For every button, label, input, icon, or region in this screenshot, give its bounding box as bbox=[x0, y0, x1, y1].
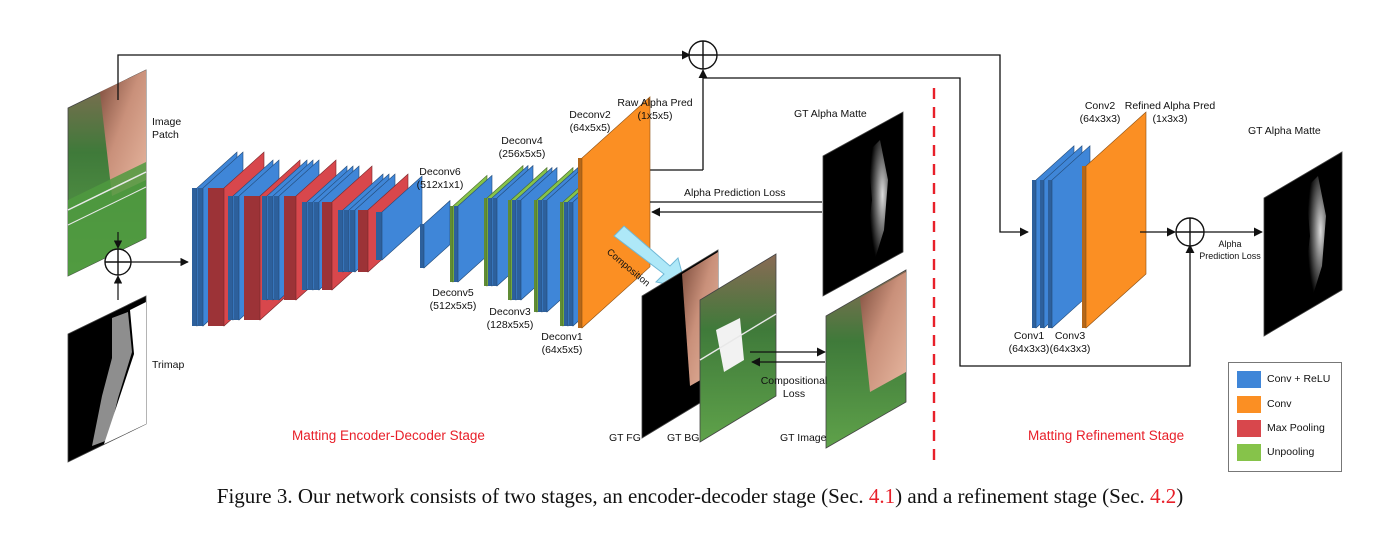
legend-item-max-pooling: Max Pooling bbox=[1237, 420, 1341, 438]
label-raw-alpha-dim: (1x5x5) bbox=[637, 110, 673, 122]
encoder-layer bbox=[376, 175, 423, 261]
legend: Conv + ReLU Conv Max Pooling Unpooling bbox=[1228, 362, 1342, 472]
image-patch-thumbnail bbox=[67, 69, 147, 277]
label-deconv4: Deconv4 bbox=[501, 135, 543, 147]
label-conv1: Conv1 bbox=[1013, 330, 1045, 342]
caption-ref-4-1: 4.1 bbox=[868, 484, 896, 508]
legend-label: Max Pooling bbox=[1267, 422, 1325, 434]
label-patch: Patch bbox=[152, 129, 179, 141]
label-trimap: Trimap bbox=[152, 359, 185, 371]
label-raw-alpha: Raw Alpha Pred bbox=[617, 97, 693, 109]
caption-suffix: ) bbox=[1176, 484, 1184, 508]
label-deconv2: Deconv2 bbox=[569, 109, 611, 121]
legend-item-conv: Conv bbox=[1237, 396, 1341, 414]
label-alpha-loss: Alpha Prediction Loss bbox=[684, 187, 786, 199]
label-deconv6-dim: (512x1x1) bbox=[416, 179, 464, 191]
figure-caption: Figure 3. Our network consists of two st… bbox=[0, 484, 1400, 509]
legend-swatch-unpooling bbox=[1237, 444, 1261, 461]
label-loss: Loss bbox=[782, 388, 806, 400]
refined-alpha-layer bbox=[1082, 111, 1147, 329]
gt-alpha-matte-thumbnail bbox=[822, 111, 904, 297]
legend-label: Conv + ReLU bbox=[1267, 373, 1331, 385]
legend-item-unpooling: Unpooling bbox=[1237, 444, 1341, 462]
sum-node-top bbox=[688, 40, 718, 70]
label-refined-alpha-dim: (1x3x3) bbox=[1152, 113, 1188, 125]
label-deconv6: Deconv6 bbox=[419, 166, 461, 178]
label-refined-alpha: Refined Alpha Pred bbox=[1124, 100, 1216, 112]
skip-connection-line bbox=[117, 50, 691, 100]
encoder-decoder-layers bbox=[192, 96, 651, 329]
legend-label: Conv bbox=[1267, 398, 1292, 410]
label-image: Image bbox=[152, 116, 182, 128]
conv3-refine-layer bbox=[1048, 145, 1091, 329]
stage-encoder-decoder: Matting Encoder-Decoder Stage bbox=[292, 428, 485, 443]
trimap-thumbnail bbox=[67, 295, 147, 463]
label-deconv3: Deconv3 bbox=[489, 306, 531, 318]
gt-bg-thumbnail bbox=[699, 253, 777, 443]
gt-alpha-matte-2-thumbnail bbox=[1263, 151, 1343, 337]
label-gt-alpha-matte-2: GT Alpha Matte bbox=[1248, 125, 1321, 137]
label-deconv4-dim: (256x5x5) bbox=[498, 148, 546, 160]
legend-label: Unpooling bbox=[1267, 446, 1315, 458]
legend-swatch-conv-relu bbox=[1237, 371, 1261, 388]
label-deconv1: Deconv1 bbox=[541, 331, 583, 343]
label-conv2-dim: (64x3x3) bbox=[1079, 113, 1121, 125]
label-alpha-2: Alpha bbox=[1218, 239, 1242, 249]
label-deconv3-dim: (128x5x5) bbox=[486, 319, 534, 331]
label-deconv2-dim: (64x5x5) bbox=[569, 122, 611, 134]
label-deconv5-dim: (512x5x5) bbox=[429, 300, 477, 312]
deconv5-layer bbox=[454, 174, 493, 283]
legend-item-conv-relu: Conv + ReLU bbox=[1237, 371, 1341, 389]
gt-image-thumbnail bbox=[825, 269, 907, 449]
label-conv1-dim: (64x3x3) bbox=[1008, 343, 1050, 355]
label-gt-fg: GT FG bbox=[609, 432, 641, 444]
label-conv3-dim: (64x3x3) bbox=[1049, 343, 1091, 355]
raw-alpha-pred-layer bbox=[578, 96, 651, 329]
label-compositional: Compositional bbox=[760, 375, 828, 387]
arrow-raw-to-refine-sum bbox=[703, 77, 1195, 367]
label-prediction-loss-2: Prediction Loss bbox=[1199, 251, 1261, 261]
label-deconv5: Deconv5 bbox=[432, 287, 474, 299]
deconv6-layer bbox=[420, 199, 451, 269]
caption-prefix: Figure 3. Our network consists of two st… bbox=[216, 484, 869, 508]
label-deconv1-dim: (64x5x5) bbox=[541, 344, 583, 356]
caption-ref-4-2: 4.2 bbox=[1149, 484, 1177, 508]
arrow-sum-to-refinement bbox=[717, 54, 1029, 237]
caption-middle: ) and a refinement stage (Sec. bbox=[895, 484, 1150, 508]
legend-swatch-conv bbox=[1237, 396, 1261, 413]
label-conv2: Conv2 bbox=[1084, 100, 1116, 112]
legend-swatch-max-pooling bbox=[1237, 420, 1261, 437]
stage-refinement: Matting Refinement Stage bbox=[1028, 428, 1185, 443]
refinement-layers bbox=[1032, 111, 1147, 329]
sum-node-refine bbox=[1175, 217, 1205, 247]
label-gt-image: GT Image bbox=[780, 432, 827, 444]
label-conv3: Conv3 bbox=[1054, 330, 1086, 342]
label-gt-alpha-matte: GT Alpha Matte bbox=[794, 108, 867, 120]
label-gt-bg: GT BG bbox=[667, 432, 700, 444]
concat-node bbox=[104, 248, 132, 276]
